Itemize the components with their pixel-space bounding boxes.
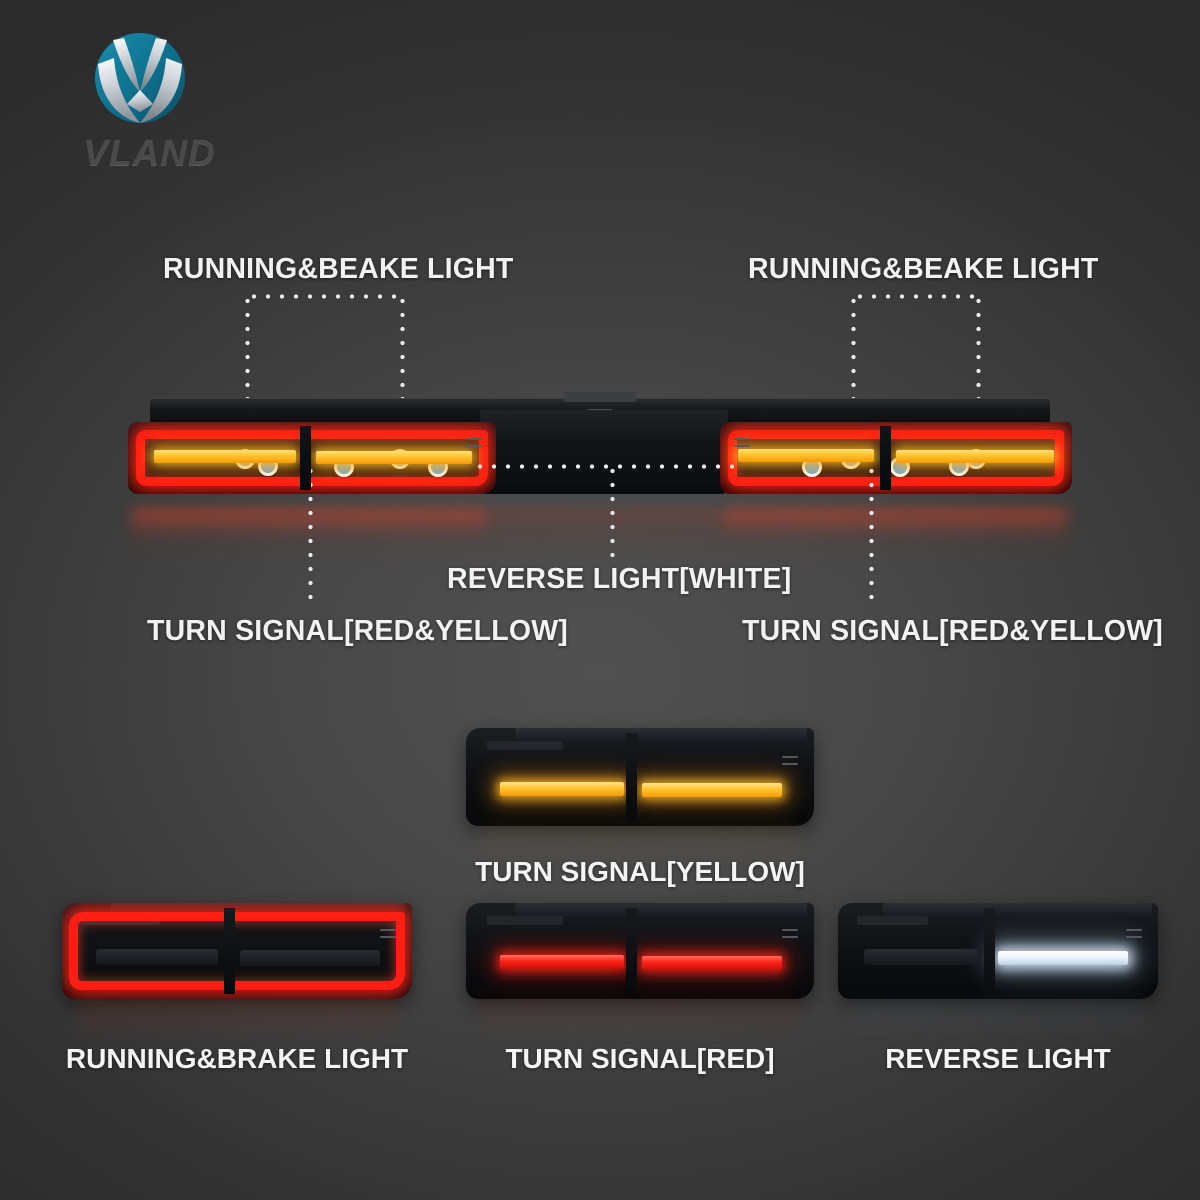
card-caption-turn-signal-red: TURN SIGNAL[RED] [505, 1043, 775, 1074]
lamp-lens-divider [224, 908, 235, 994]
lamp-lens-divider [626, 908, 637, 994]
lamp-top-rail [514, 903, 808, 919]
lamp-vent-hash-2 [380, 936, 396, 938]
lamp-vent-hash-1 [380, 929, 396, 931]
vland-shield-emblem-icon [86, 24, 194, 132]
callout-label-turn-signal-right: TURN SIGNAL[RED&YELLOW] [742, 615, 1163, 647]
right-running-brake-ring [728, 430, 1064, 486]
brand-wordmark: VLAND [83, 132, 216, 173]
lamp-reflection [479, 824, 801, 868]
hero-reflection [128, 508, 1072, 570]
lamp-turn-signal-red [466, 903, 814, 999]
callout-label-reverse-center: REVERSE LIGHT[WHITE] [447, 563, 792, 595]
leader-line-center-horizontal [473, 464, 735, 469]
running-brake-glow-frame [69, 912, 405, 990]
leader-drop-left-a [245, 294, 250, 452]
callout-label-running-brake-right: RUNNING&BEAKE LIGHT [748, 253, 1099, 285]
lamp-reflection [76, 997, 398, 1041]
turn-bar-red-right [642, 956, 782, 970]
center-panel [480, 410, 728, 494]
lamp-running-brake [62, 903, 412, 999]
leader-drop-turn-right [869, 464, 874, 608]
left-vent-hash-2 [466, 445, 482, 447]
left-lens-divider [300, 426, 311, 490]
leader-drop-right-b [976, 294, 981, 452]
card-caption-running-brake-light: RUNNING&BRAKE LIGHT [65, 1043, 409, 1074]
lamp-top-rail [514, 728, 808, 744]
lamp-reverse-light [838, 903, 1158, 999]
card-turn-signal-yellow: TURN SIGNAL[YELLOW] [466, 728, 814, 887]
leader-drop-right-a [851, 294, 856, 452]
card-reverse-light: REVERSE LIGHT [838, 903, 1158, 1074]
dark-lens-bar-left [864, 949, 978, 965]
lamp-lens-divider [626, 733, 637, 821]
left-turn-bar-outer [316, 451, 472, 464]
turn-bar-red-left [500, 955, 624, 969]
dark-lens-bar-right [240, 950, 380, 966]
lamp-mount-tab [486, 916, 564, 925]
dark-lens-bar-left [96, 949, 218, 965]
callout-label-running-brake-left: RUNNING&BEAKE LIGHT [163, 253, 514, 285]
lamp-reflection [479, 997, 801, 1041]
lamp-mount-tab [857, 916, 928, 925]
right-lens-divider [880, 426, 891, 490]
right-vent-hash-1 [734, 438, 750, 440]
leader-line-top-left [247, 294, 404, 299]
left-turn-bar-inner [154, 450, 296, 463]
card-running-brake-light: RUNNING&BRAKE LIGHT [62, 903, 412, 1074]
leader-drop-turn-left [308, 464, 313, 608]
leader-drop-reverse [610, 464, 615, 563]
hero-taillight-assembly [128, 392, 1072, 506]
callout-label-turn-signal-left: TURN SIGNAL[RED&YELLOW] [147, 615, 568, 647]
brand-logo: VLAND [62, 24, 242, 174]
lamp-mount-tab [486, 741, 564, 750]
turn-bar-yellow-left [500, 782, 624, 796]
turn-bar-yellow-right [642, 783, 782, 797]
right-turn-bar-inner [738, 449, 874, 462]
lamp-lens-divider [984, 908, 995, 994]
right-turn-bar-outer [896, 450, 1054, 463]
leader-line-top-right [853, 294, 979, 299]
lamp-vent-hash-2 [1126, 936, 1142, 938]
lamp-reflection [850, 997, 1146, 1041]
right-lamp-unit [720, 422, 1072, 494]
lamp-vent-hash-1 [782, 756, 798, 758]
lamp-turn-signal-yellow [466, 728, 814, 826]
card-caption-turn-signal-yellow: TURN SIGNAL[YELLOW] [475, 856, 805, 887]
card-turn-signal-red: TURN SIGNAL[RED] [466, 903, 814, 1074]
lamp-vent-hash-2 [782, 763, 798, 765]
reverse-bar-white [998, 951, 1128, 965]
lamp-vent-hash-1 [782, 929, 798, 931]
lamp-vent-hash-2 [782, 936, 798, 938]
leader-drop-left-b [400, 294, 405, 452]
lamp-top-rail [882, 903, 1152, 919]
right-vent-hash-2 [734, 445, 750, 447]
card-caption-reverse-light: REVERSE LIGHT [885, 1043, 1111, 1074]
left-vent-hash-1 [466, 438, 482, 440]
lamp-vent-hash-1 [1126, 929, 1142, 931]
